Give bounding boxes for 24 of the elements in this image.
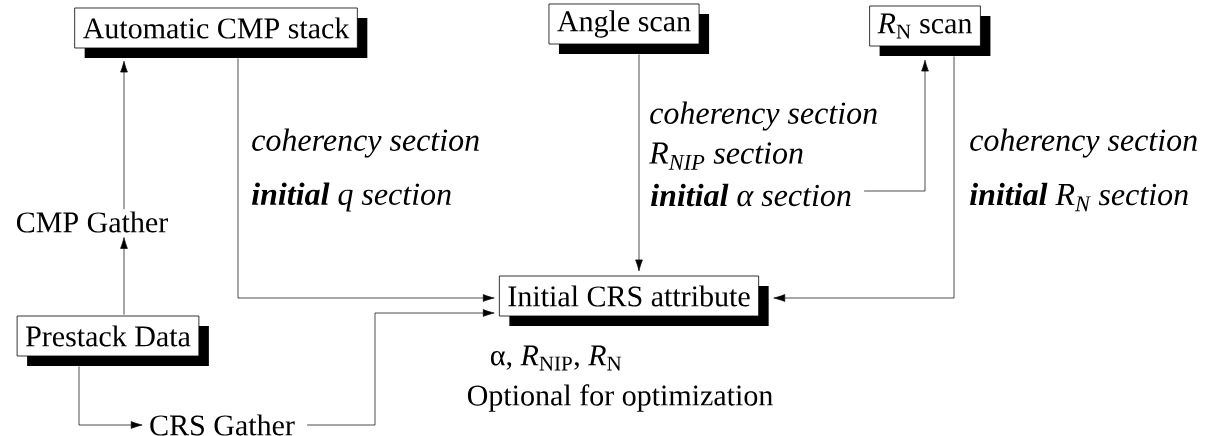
annotation-text: coherency section [252,128,479,158]
arrow [237,58,495,302]
step-label: CMP Gather [17,211,168,233]
node-caption: α, R$_{NIP}$, R$_{N}$ [490,345,622,371]
arrow [306,309,495,426]
annotation-text: coherency section [970,128,1197,158]
annotation-text: initial q section [252,182,451,212]
step-label: CRS Gather [150,414,295,436]
arrow [773,56,955,302]
arrow [120,237,128,315]
process-box: Prestack Data [16,315,209,366]
arrow [78,366,143,429]
step-label: initial α section [651,183,851,207]
process-box: R$_{N}$ scan [869,5,991,56]
annotation-text: R$_{NIP}$ section [649,142,803,170]
arrow [120,60,128,210]
arrow [863,59,929,192]
annotation-text: initial R$_{N}$ section [970,182,1188,212]
arrow [635,54,643,272]
process-box: Automatic CMP stack [74,7,368,58]
process-box: Initial CRS attribute [498,275,769,326]
node-caption: Optional for optimization [467,384,773,412]
annotation-text: coherency section [650,101,877,131]
process-box: Angle scan [548,3,710,54]
